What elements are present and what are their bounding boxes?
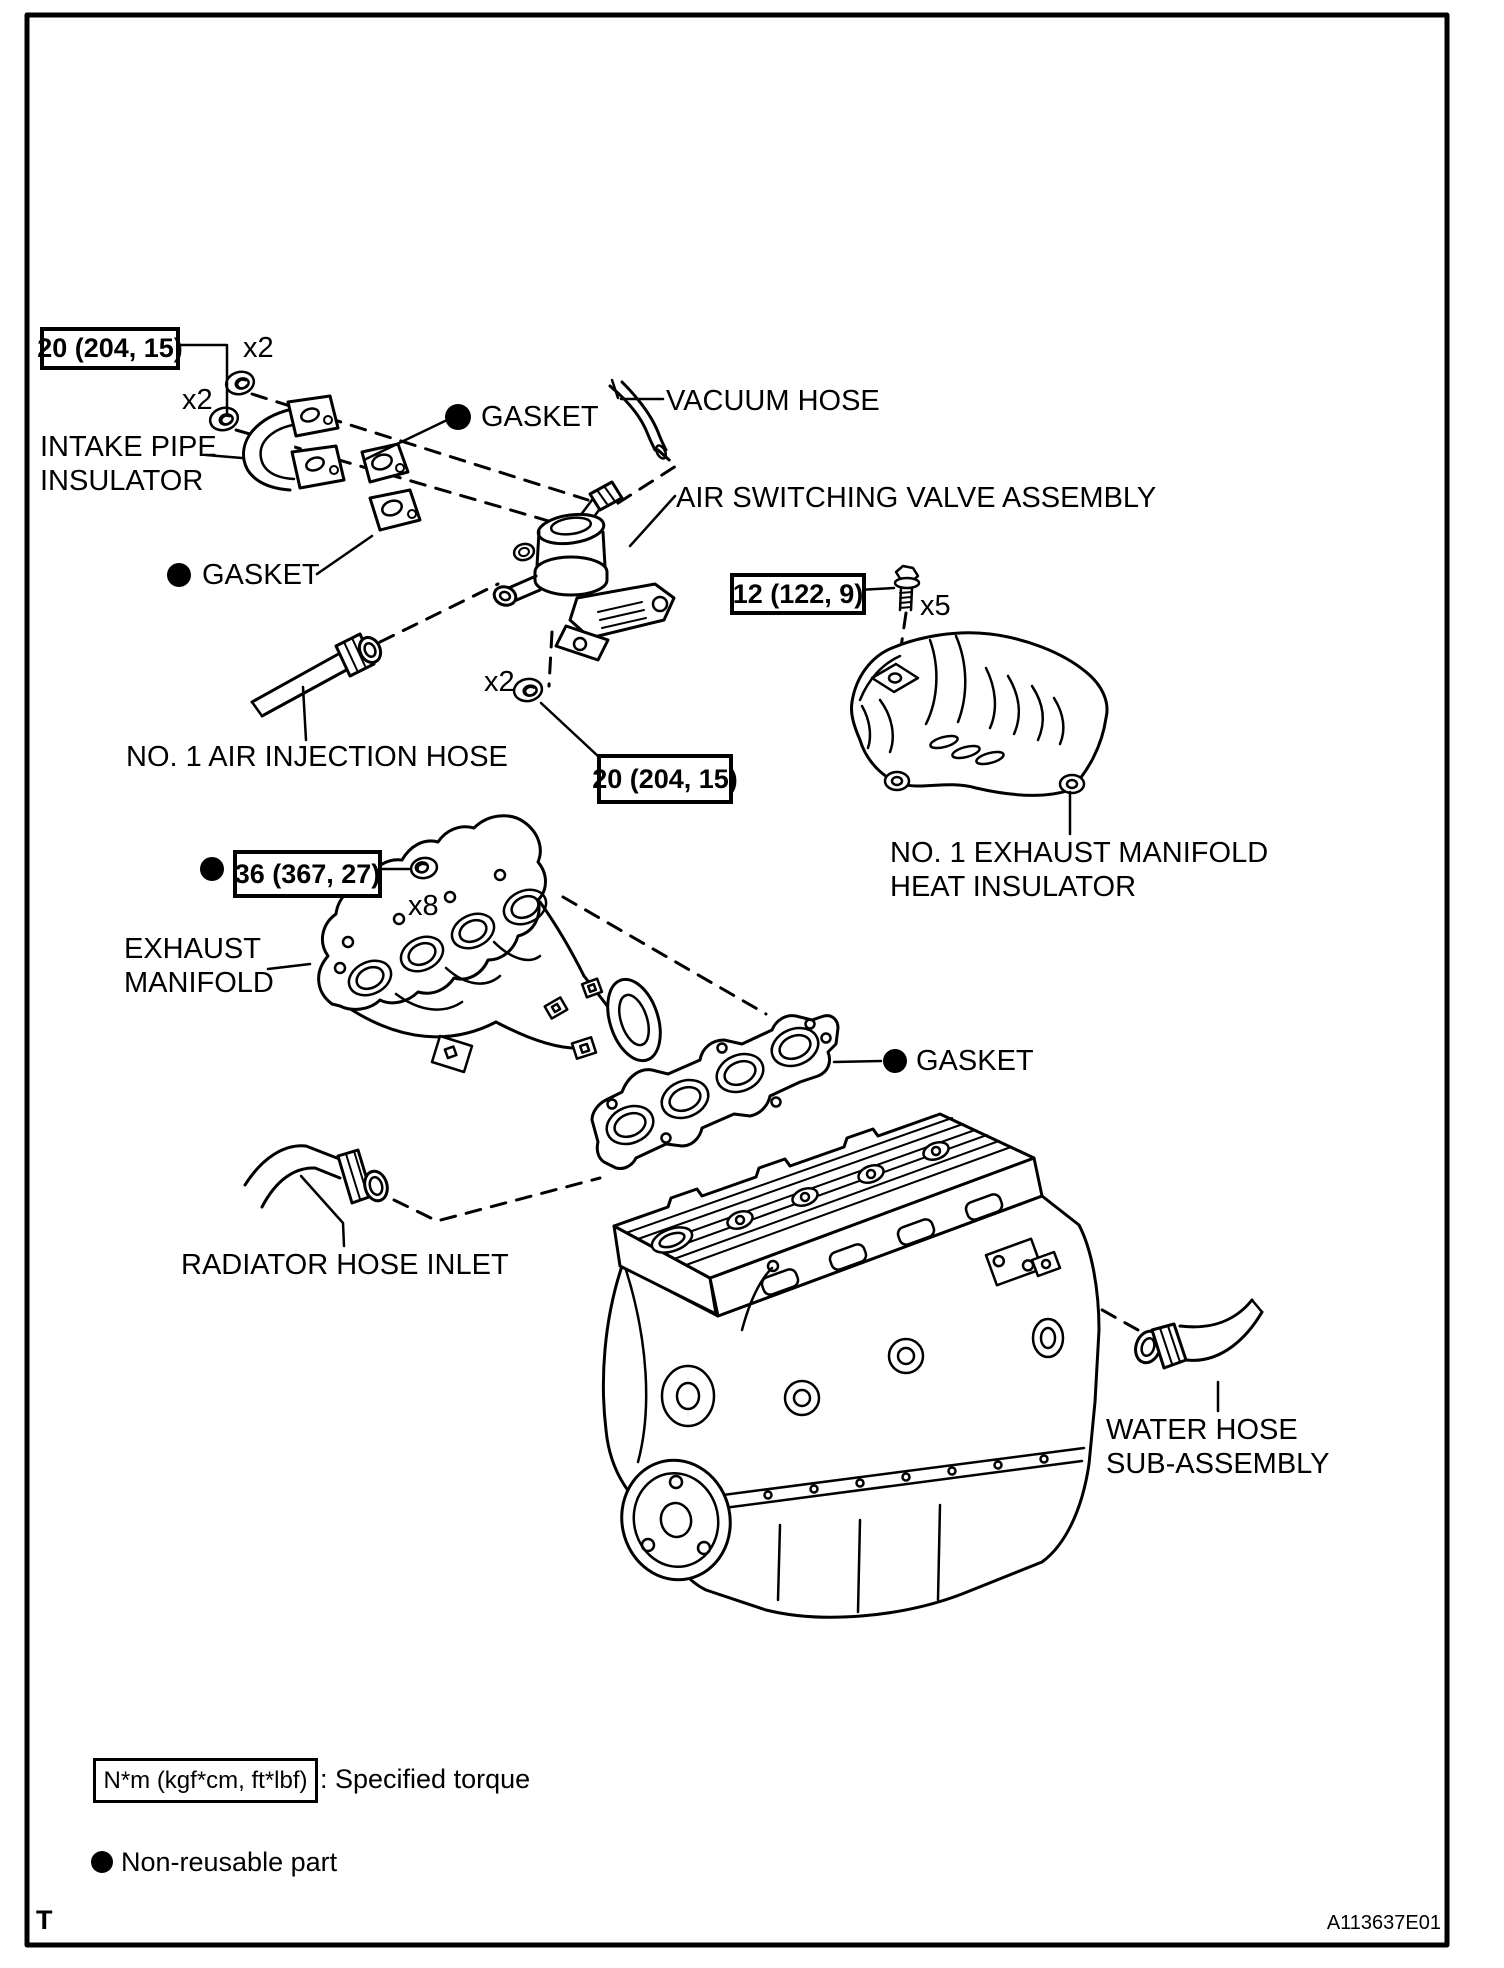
bullet-legend <box>91 1851 113 1873</box>
label-radiator-hose-inlet: RADIATOR HOSE INLET <box>181 1249 509 1281</box>
bullet-gasket-upper <box>445 404 471 430</box>
count-intake-bolts-lower: x2 <box>182 384 213 416</box>
bolt-icons <box>208 369 919 880</box>
engine-assembly-drawing <box>603 1114 1099 1617</box>
count-valve-bolts: x2 <box>484 666 515 698</box>
page-corner-mark: T <box>36 1905 53 1935</box>
torque-box-heat-insulator: 12 (122, 9) <box>730 573 866 615</box>
torque-box-manifold-nuts: 36 (367, 27) <box>233 850 382 898</box>
non-reusable-bullets <box>91 404 907 1873</box>
air-switching-valve-drawing <box>492 482 674 660</box>
label-air-injection-hose: NO. 1 AIR INJECTION HOSE <box>126 741 508 773</box>
page-frame <box>27 15 1447 1945</box>
water-hose-drawing <box>1132 1300 1262 1368</box>
vacuum-hose-drawing <box>610 380 668 460</box>
label-vacuum-hose: VACUUM HOSE <box>666 385 880 417</box>
label-intake-pipe-insulator: INTAKE PIPE INSULATOR <box>40 431 217 497</box>
label-gasket-left: GASKET <box>202 559 320 591</box>
legend-torque-unit-box: N*m (kgf*cm, ft*lbf) <box>93 1758 318 1803</box>
label-air-switching-valve: AIR SWITCHING VALVE ASSEMBLY <box>676 482 1157 514</box>
air-injection-hose-drawing <box>252 634 385 716</box>
bracket-gasket-lower-drawing <box>370 490 420 530</box>
manifold-gasket-drawing <box>592 1016 838 1169</box>
bullet-manifold-gasket <box>883 1049 907 1073</box>
torque-box-intake-pipe: 20 (204, 15) <box>37 327 183 370</box>
figure-id: A113637E01 <box>1326 1912 1441 1934</box>
leader-lines <box>172 345 1218 1411</box>
bracket-gasket-upper-drawing <box>362 444 408 482</box>
bullet-manifold-nut <box>200 857 224 881</box>
torque-box-valve-assembly: 20 (204, 15) <box>592 754 738 804</box>
count-intake-bolts-upper: x2 <box>243 332 274 364</box>
count-heat-insulator-bolts: x5 <box>920 590 951 622</box>
exhaust-manifold-drawing <box>319 816 670 1072</box>
label-manifold-gasket: GASKET <box>916 1045 1034 1077</box>
legend-non-reusable: Non-reusable part <box>121 1847 338 1877</box>
label-gasket-upper: GASKET <box>481 401 599 433</box>
heat-insulator-bolt-icon <box>895 566 919 610</box>
label-heat-insulator: NO. 1 EXHAUST MANIFOLD HEAT INSULATOR <box>890 837 1269 903</box>
bullet-gasket-left <box>167 563 191 587</box>
intake-pipe-insulator-drawing <box>244 396 344 490</box>
count-manifold-nuts: x8 <box>408 890 439 922</box>
label-exhaust-manifold: EXHAUST MANIFOLD <box>124 933 274 999</box>
crank-pulley <box>611 1450 742 1590</box>
legend-torque-description: : Specified torque <box>320 1764 531 1794</box>
heat-insulator-drawing <box>851 633 1107 796</box>
label-water-hose: WATER HOSE SUB-ASSEMBLY <box>1106 1414 1330 1480</box>
radiator-hose-inlet-drawing <box>245 1146 391 1207</box>
